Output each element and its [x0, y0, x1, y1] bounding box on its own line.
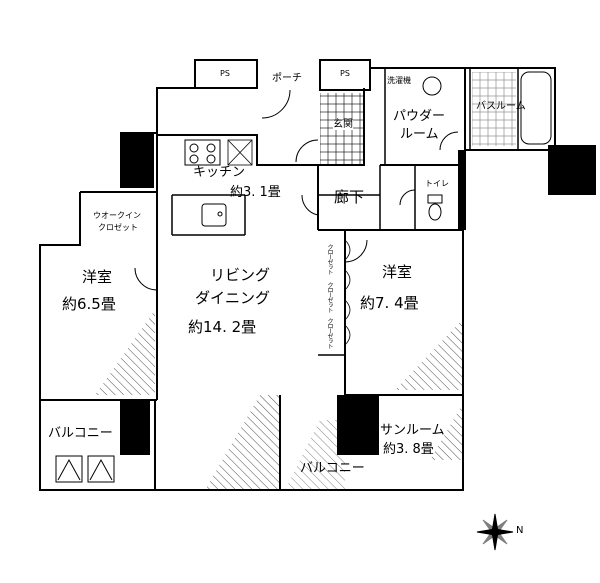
bath-tile: [472, 72, 516, 146]
powder-room-line1: パウダー: [393, 109, 446, 124]
western-room-2-size: 約7. 4畳: [360, 294, 419, 312]
closet-tag-2: クローゼット: [326, 282, 333, 312]
doors: [134, 89, 459, 291]
ps-right-name: PS: [340, 69, 350, 78]
western2-floor-hatch: [395, 320, 462, 390]
powder-room-line2: ルーム: [400, 127, 439, 142]
walk-in-closet-line1: ウオークイン: [93, 211, 141, 220]
fridge-space-icon: [227, 139, 253, 166]
living-dining-name-line2: ダイニング: [195, 289, 271, 307]
stove-icon: [184, 139, 221, 166]
closet-tag-1: クローゼット: [326, 244, 333, 274]
sunroom-name: サンルーム: [380, 423, 445, 438]
ac-units: [55, 455, 115, 483]
balcony-left-name: バルコニー: [48, 426, 113, 441]
kitchen-size: 約3. 1畳: [230, 185, 281, 200]
western-room-1-size: 約6.5畳: [62, 295, 116, 313]
columns: [120, 133, 596, 455]
closet-tag-3: クローゼット: [326, 318, 333, 348]
bath-name: バスルーム: [476, 101, 526, 112]
kitchen-name: キッチン: [193, 165, 246, 180]
living-dining-size: 約14. 2畳: [188, 318, 257, 336]
balcony-bottom-name: バルコニー: [300, 461, 365, 476]
balcony-floor-hatch: [285, 420, 345, 490]
western1-floor-hatch: [95, 310, 155, 395]
washer-name: 洗濯機: [387, 76, 411, 85]
washbasin-icon: [422, 76, 442, 96]
closet-doors: [344, 239, 351, 346]
western-room-1-name: 洋室: [82, 268, 113, 286]
interior-walls: [171, 68, 519, 356]
living-dining-name-line1: リビング: [210, 266, 271, 284]
sink-icon: [201, 203, 227, 227]
ps-left-name: PS: [220, 69, 230, 78]
compass-label: N: [516, 525, 524, 536]
toilet-name: トイレ: [425, 179, 449, 188]
walk-in-closet-line2: クロゼット: [98, 223, 138, 232]
living-floor-hatch: [205, 395, 280, 490]
sunroom-size: 約3. 8畳: [383, 442, 434, 457]
toilet-icon: [427, 194, 443, 221]
compass-icon: [476, 513, 514, 551]
entrance-name: 玄関: [333, 119, 353, 130]
bathtub-icon: [520, 71, 552, 145]
western-room-2-name: 洋室: [382, 263, 413, 281]
porch-name: ポーチ: [272, 73, 302, 84]
sunroom-floor-hatch: [430, 405, 462, 460]
hallway-name: 廊下: [334, 188, 365, 206]
